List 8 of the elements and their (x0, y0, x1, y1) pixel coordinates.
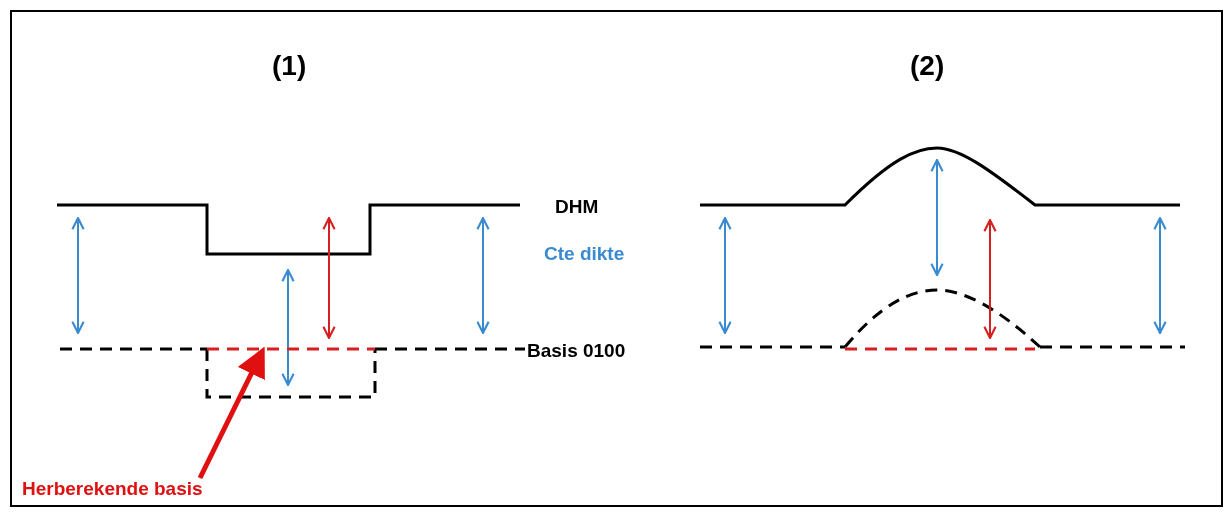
panel-number: (2) (910, 50, 945, 82)
callout-text: Herberekende basis (22, 478, 203, 500)
arrow (197, 346, 265, 480)
thickness-label: Cte dikte (544, 243, 625, 265)
surface-label: DHM (555, 196, 599, 218)
panel-number: (1) (272, 50, 307, 82)
base-label: Basis 0100 (527, 340, 626, 362)
recalculated-base-line (207, 347, 375, 351)
